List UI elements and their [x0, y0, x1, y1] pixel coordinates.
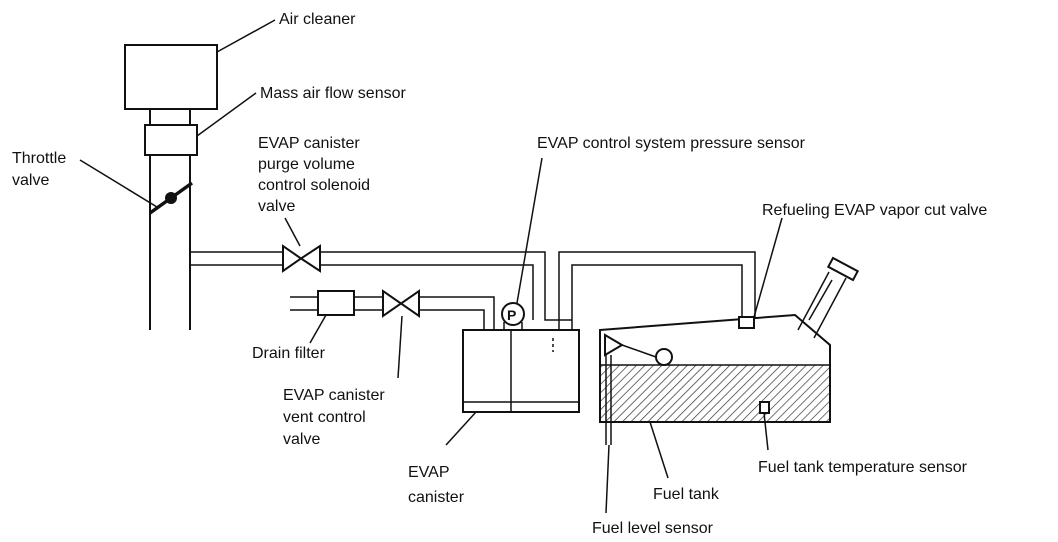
throttle-valve — [148, 181, 194, 215]
fuel-tank-temp-sensor-label: Fuel tank temperature sensor — [758, 459, 968, 476]
vent-control-valve — [382, 289, 420, 318]
drain-filter-leader — [309, 314, 327, 344]
canister-label: EVAP canister — [408, 464, 465, 506]
canister-leader — [445, 411, 477, 446]
purge-solenoid-valve — [282, 244, 321, 273]
fuel-tank-temp-sensor-leader — [763, 412, 769, 451]
air-cleaner-label: Air cleaner — [279, 11, 356, 28]
mass-air-flow-sensor-leader — [196, 92, 257, 137]
fuel-level-sensor-label: Fuel level sensor — [592, 520, 714, 537]
drain-filter — [317, 290, 355, 316]
vent-valve-leader — [397, 315, 403, 379]
throttle-valve-leader — [79, 159, 158, 208]
mass-air-flow-sensor — [144, 124, 198, 156]
vent-line — [290, 296, 495, 330]
drain-filter-label: Drain filter — [252, 345, 326, 362]
mass-air-flow-sensor-label: Mass air flow sensor — [260, 85, 406, 102]
refueling-cut-valve-leader — [753, 217, 783, 318]
pressure-sensor-leader — [516, 157, 543, 304]
filler-neck — [797, 256, 860, 339]
air-cleaner-leader — [216, 19, 276, 53]
pressure-sensor-label: EVAP control system pressure sensor — [537, 135, 806, 152]
fuel-tank-temp-sensor — [759, 401, 770, 414]
refueling-cut-valve-label: Refueling EVAP vapor cut valve — [762, 202, 987, 219]
purge-valve-label: EVAP canister purge volume control solen… — [258, 135, 375, 215]
vent-valve-label: EVAP canister vent control valve — [283, 387, 389, 448]
pressure-sensor-symbol: P — [507, 307, 516, 323]
purge-valve-leader — [284, 217, 301, 247]
fuel-tank-leader — [649, 421, 669, 479]
fuel-level-sensor-leader — [605, 444, 610, 514]
pressure-sensor: P — [501, 302, 525, 330]
fuel-tank-label: Fuel tank — [653, 486, 720, 503]
vapor-line — [558, 251, 756, 330]
fuel-tank — [599, 313, 831, 423]
fuel-level-sensor — [604, 333, 673, 445]
evap-canister — [462, 329, 580, 413]
refueling-cut-valve — [738, 316, 755, 329]
air-cleaner — [124, 44, 218, 110]
throttle-valve-label: Throttle valve — [12, 150, 71, 189]
